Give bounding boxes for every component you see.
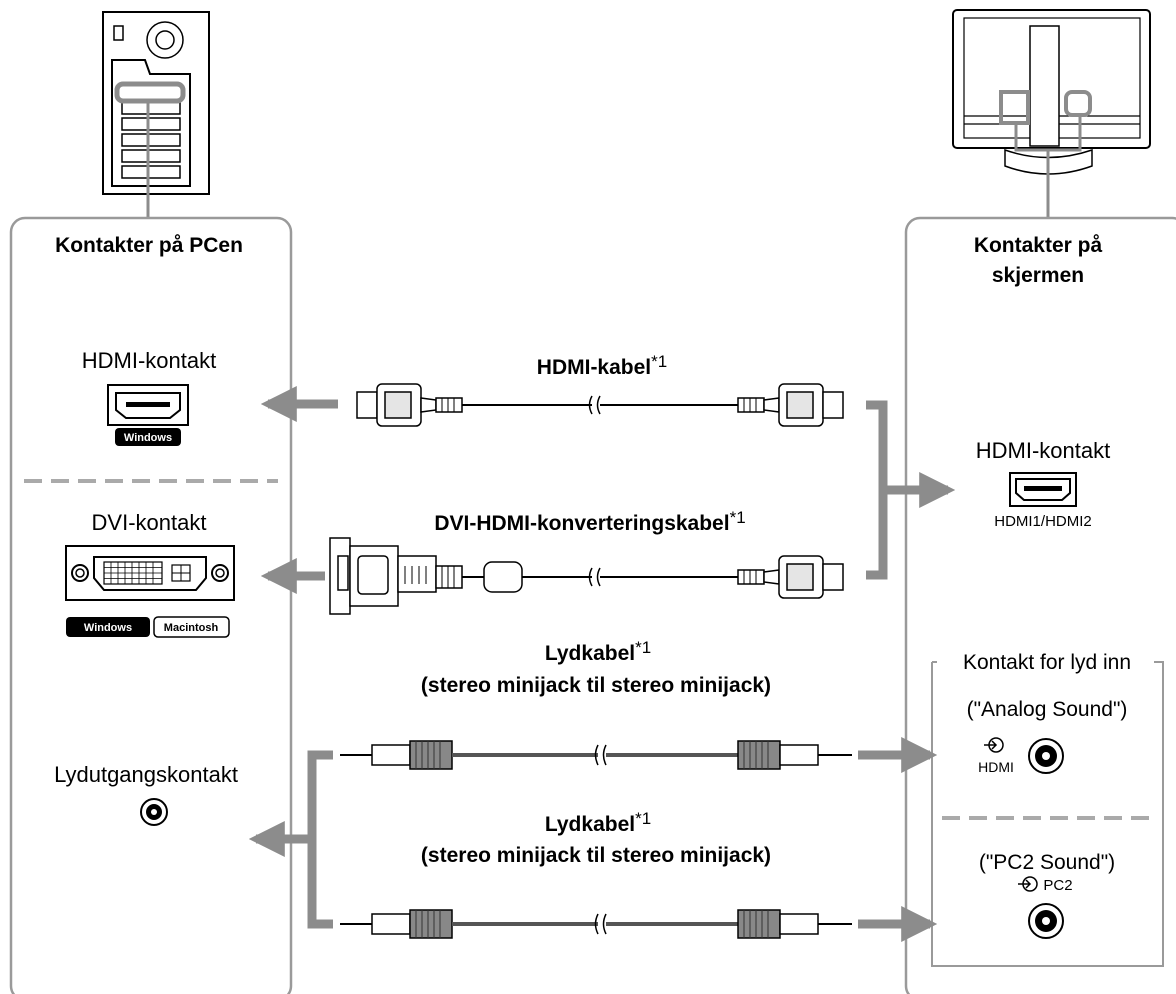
pc-audio-jack-icon: [140, 798, 168, 826]
pc2-sound-label: ("PC2 Sound"): [979, 851, 1115, 874]
pc2-sound-port-label: PC2: [1043, 877, 1072, 894]
monitor-connectors-panel: [904, 216, 1176, 994]
monitor-hdmi-port-icon: [1009, 472, 1077, 507]
audio-cable-2-detail: (stereo minijack til stereo minijack): [421, 844, 771, 867]
analog-sound-port-label: HDMI: [978, 759, 1014, 775]
audio-input-group-label: Kontakt for lyd inn: [963, 651, 1131, 674]
pc-audio-out-label: Lydutgangskontakt: [54, 762, 238, 787]
dvi-hdmi-cable: [329, 537, 844, 615]
audio-cable-2-caption: Lydkabel*1: [545, 809, 651, 836]
audio-cable-1-detail: (stereo minijack til stereo minijack): [421, 674, 771, 697]
hdmi-cables-bracket: [866, 400, 888, 580]
pc-panel-title: Kontakter på PCen: [55, 234, 243, 257]
pc-hdmi-windows-badge: Windows: [124, 432, 172, 444]
monitor-illustration: [952, 9, 1151, 218]
pc2-input-arrow-icon: [1018, 876, 1038, 892]
audio-cable-1-caption: Lydkabel*1: [545, 638, 651, 665]
pc-hdmi-label: HDMI-kontakt: [82, 348, 216, 373]
analog-sound-label: ("Analog Sound"): [967, 698, 1128, 721]
pc-dvi-windows-badge: Windows: [84, 622, 132, 634]
monitor-hdmi-label: HDMI-kontakt: [976, 438, 1110, 463]
connection-arrows: [248, 386, 956, 942]
monitor-panel-title-line2: skjermen: [992, 264, 1084, 287]
pc-hdmi-port-icon: [107, 384, 189, 426]
pc-connectors-panel: [9, 216, 293, 994]
pc2-sound-jack-icon: [1028, 903, 1064, 939]
pc-dvi-label: DVI-kontakt: [92, 510, 207, 535]
hdmi-cable-caption: HDMI-kabel*1: [537, 352, 667, 379]
hdmi-cable: [356, 383, 844, 427]
pc-tower-illustration: [102, 11, 210, 218]
audio-input-arrow-icon: [984, 737, 1004, 753]
audio-input-group-box: [931, 661, 1164, 967]
audio-cable-2: [340, 909, 852, 939]
monitor-hdmi-ports-label: HDMI1/HDMI2: [994, 513, 1092, 530]
audio-cable-1: [340, 740, 852, 770]
pc-dvi-macintosh-badge: Macintosh: [164, 622, 219, 634]
dvi-hdmi-cable-caption: DVI-HDMI-konverteringskabel*1: [434, 508, 745, 535]
pc-dvi-port-icon: [65, 545, 235, 601]
audio-cables-bracket: [307, 750, 333, 929]
monitor-panel-title-line1: Kontakter på: [974, 234, 1103, 257]
analog-sound-jack-icon: [1028, 738, 1064, 774]
